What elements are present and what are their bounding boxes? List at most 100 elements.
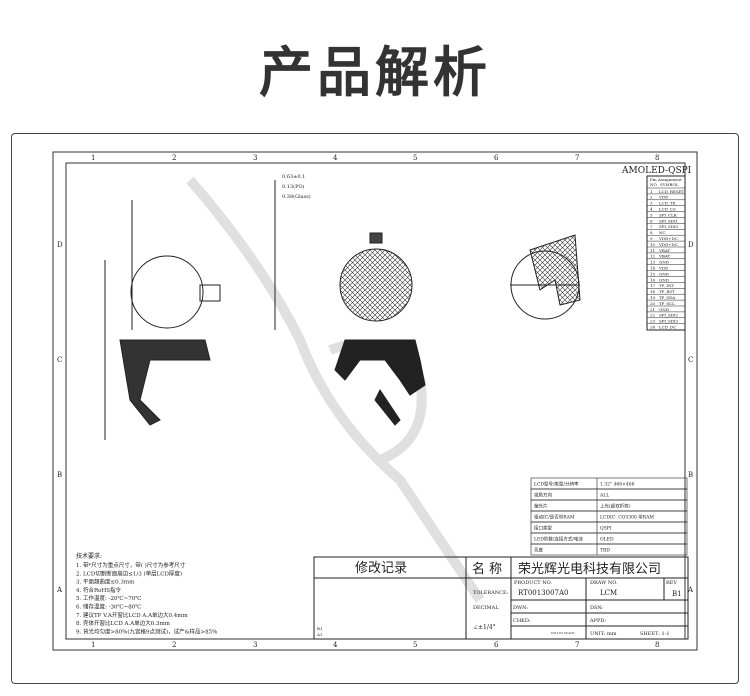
side-view-1 — [104, 200, 221, 440]
pin-number: 10 — [650, 242, 656, 247]
svg-text:DWN:: DWN: — [513, 605, 528, 611]
spec-value: 上光(超双折射) — [600, 503, 631, 510]
svg-text:DECIMAL: DECIMAL — [473, 605, 499, 611]
row-label-right: D — [688, 241, 694, 249]
spec-value: OLED — [600, 537, 614, 543]
pin-symbol: LCD_DC — [659, 325, 676, 330]
column-label-top: 8 — [655, 154, 659, 162]
svg-text:∠±1/4°: ∠±1/4° — [473, 624, 496, 631]
row-label-right: B — [688, 471, 693, 479]
tech-note: 8. 壳体开窗比LCD A.A单边大0.3mm — [76, 619, 171, 627]
svg-text:0.38(Glass): 0.38(Glass) — [282, 193, 311, 200]
tech-note: 4. 符合RoHS指令 — [76, 586, 122, 594]
front-view — [334, 232, 426, 426]
pin-number: 11 — [650, 248, 655, 253]
pin-number: 3 — [650, 201, 653, 206]
pin-symbol: SPI_SDI0 — [659, 224, 679, 229]
svg-text:A1: A1 — [316, 632, 322, 637]
pin-symbol: SPI_CLK — [659, 212, 678, 217]
title-block-text: 修改记录 名 称 荣光辉光电科技有限公司 TOLERANCE: PRODUCT … — [316, 561, 682, 637]
row-label-left: A — [56, 586, 63, 594]
column-label-top: 4 — [333, 154, 338, 162]
svg-text:APPD:: APPD: — [589, 618, 606, 624]
pin-symbol: GND — [659, 271, 669, 276]
pin-number: 19 — [650, 295, 656, 300]
spec-label: 偏光片 — [534, 503, 548, 510]
pin-number: 4 — [650, 207, 653, 212]
column-label-bottom: 1 — [91, 641, 95, 649]
pin-symbol: VDD+DC — [658, 242, 678, 247]
svg-text:0.63±0.1: 0.63±0.1 — [282, 174, 305, 180]
pin-number: 14 — [650, 266, 656, 271]
column-label-bottom: 7 — [575, 641, 579, 649]
column-label-top: 2 — [172, 154, 176, 162]
pin-number: 23 — [650, 319, 656, 324]
spec-label: 亮度 — [534, 547, 543, 554]
pin-number: 5 — [650, 212, 653, 217]
watermark — [186, 176, 485, 603]
row-label-right: C — [688, 356, 693, 364]
spec-label: 驱动IC/是否带RAM — [534, 514, 575, 521]
column-label-bottom: 3 — [253, 641, 257, 649]
pin-number: 13 — [650, 260, 656, 265]
svg-text:修改记录: 修改记录 — [355, 561, 407, 576]
column-label-bottom: 4 — [333, 641, 338, 649]
tech-note: 1. 带*尺寸为重点尺寸，带( )尺寸为参考尺寸 — [76, 561, 186, 569]
spec-value: QSPI — [600, 526, 612, 532]
pin-number: 9 — [650, 236, 653, 241]
column-label-bottom: 8 — [655, 641, 659, 649]
pin-number: 6 — [650, 218, 653, 223]
pin-number: 21 — [650, 307, 655, 312]
row-label-left: B — [57, 471, 62, 479]
column-label-bottom: 6 — [494, 641, 499, 649]
pin-number: 15 — [650, 271, 656, 276]
spec-value: 1.32" 466×466 — [600, 482, 635, 488]
tech-note: 6. 储存温度: -30℃~80℃ — [76, 603, 141, 611]
title-block — [313, 556, 689, 640]
pin-symbol: LCD_RESET — [659, 189, 685, 194]
svg-text:B1: B1 — [317, 626, 322, 631]
svg-text:名 称: 名 称 — [472, 561, 502, 577]
pin-number: 22 — [650, 313, 656, 318]
page-title: 产品解析 — [259, 41, 491, 104]
svg-text:DSN:: DSN: — [590, 605, 604, 611]
pin-number: 2 — [650, 195, 653, 200]
thickness-dims: 0.63±0.1 0.13(PO) 0.38(Glass) — [274, 174, 311, 330]
pin-symbol: VDD+DC — [658, 236, 678, 241]
column-label-top: 7 — [575, 154, 579, 162]
pin-symbol: VDD — [658, 195, 668, 200]
svg-text:LCM: LCM — [600, 589, 617, 597]
pin-symbol: VDD — [658, 266, 668, 271]
pin-symbol: TP_RST — [659, 289, 675, 294]
spec-label: 接口类型 — [534, 525, 552, 532]
column-label-top: 1 — [91, 154, 95, 162]
svg-text:REV: REV — [666, 580, 677, 586]
pin-number: 18 — [650, 289, 656, 294]
svg-text:TOLERANCE:: TOLERANCE: — [473, 590, 509, 596]
svg-text:B1: B1 — [672, 590, 682, 598]
tech-note: 3. 平面翘曲度≤0.3mm — [76, 578, 135, 586]
pin-number: 17 — [650, 283, 656, 288]
svg-text:UNIT: mm: UNIT: mm — [590, 631, 617, 637]
svg-text:PRODUCT NO.: PRODUCT NO. — [514, 580, 552, 586]
pin-symbol: GND — [659, 277, 669, 282]
pin-number: 1 — [650, 189, 653, 194]
pin-symbol: TP_SCL — [659, 301, 675, 306]
spec-label: LCD型号/类型/分辨率 — [534, 481, 579, 488]
pin-symbol: GND — [659, 307, 669, 312]
pin-symbol: SPI_SDI1 — [659, 218, 678, 223]
tech-note: 5. 工作温度: -20℃~70℃ — [76, 594, 141, 602]
pin-symbol: SPI_SDI3 — [659, 319, 679, 324]
svg-text:SHEET: 1-1: SHEET: 1-1 — [640, 631, 670, 637]
svg-text:技术要求:: 技术要求: — [76, 552, 102, 560]
pin-symbol: VBAT — [658, 248, 670, 253]
pin-number: 24 — [650, 325, 656, 330]
column-label-bottom: 5 — [413, 641, 417, 649]
svg-text:0.13(PO): 0.13(PO) — [282, 183, 305, 190]
pin-symbol: TP_SDA — [659, 295, 675, 300]
svg-text:NO.: NO. — [650, 182, 658, 187]
column-label-top: 3 — [253, 154, 257, 162]
